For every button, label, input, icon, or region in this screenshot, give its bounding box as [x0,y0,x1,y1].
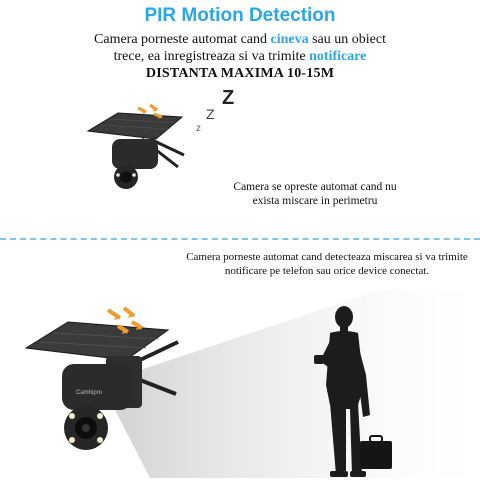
intro-line-1-end: sau un obiect [308,32,386,47]
intro-text: Camera porneste automat cand cineva sau … [0,31,480,82]
led-light [97,437,103,443]
briefcase-icon [360,441,392,469]
light-beam [110,290,480,478]
intro-line-2: trece, ea inregistreaza si va trimite no… [0,48,480,65]
highlight-cineva: cineva [270,32,309,47]
antenna [139,378,177,396]
intro-line-2-text: trece, ea inregistreaza si va trimite [113,49,310,64]
led-light [69,437,75,443]
intro-line-1: Camera porneste automat cand cineva sau … [0,31,480,48]
camera-housing [62,364,132,410]
brand-label: Camhipro [76,390,103,396]
max-distance-text: DISTANTA MAXIMA 10-15M [145,66,335,81]
page-title: PIR Motion Detection [144,5,336,26]
zzz-large: Z [222,87,234,109]
zzz-small: z [196,123,201,134]
person-silhouette [314,306,392,477]
solar-panel [24,321,170,361]
zzz-medium: Z [206,106,215,122]
camera-housing [112,139,158,169]
highlight-notificare: notificare [309,49,367,64]
person-arm [320,337,338,367]
antenna [139,340,179,362]
active-camera-illustration: Camhipro [24,306,179,450]
person-legs [330,403,362,475]
detect-description: Camera porneste automat cand detecteaza … [186,251,468,277]
person-head [335,306,353,328]
intro-line-1-text: Camera porneste automat cand [94,32,271,47]
solar-panel [86,112,184,140]
sleeping-camera-illustration [86,103,185,189]
sleep-description: Camera se opreste automat cand nu exista… [233,181,397,207]
sleep-zzz-icon: Z Z z [196,87,234,134]
person-arm [356,337,370,417]
section-divider [0,238,480,240]
led-light [69,413,75,419]
led-light [97,413,103,419]
